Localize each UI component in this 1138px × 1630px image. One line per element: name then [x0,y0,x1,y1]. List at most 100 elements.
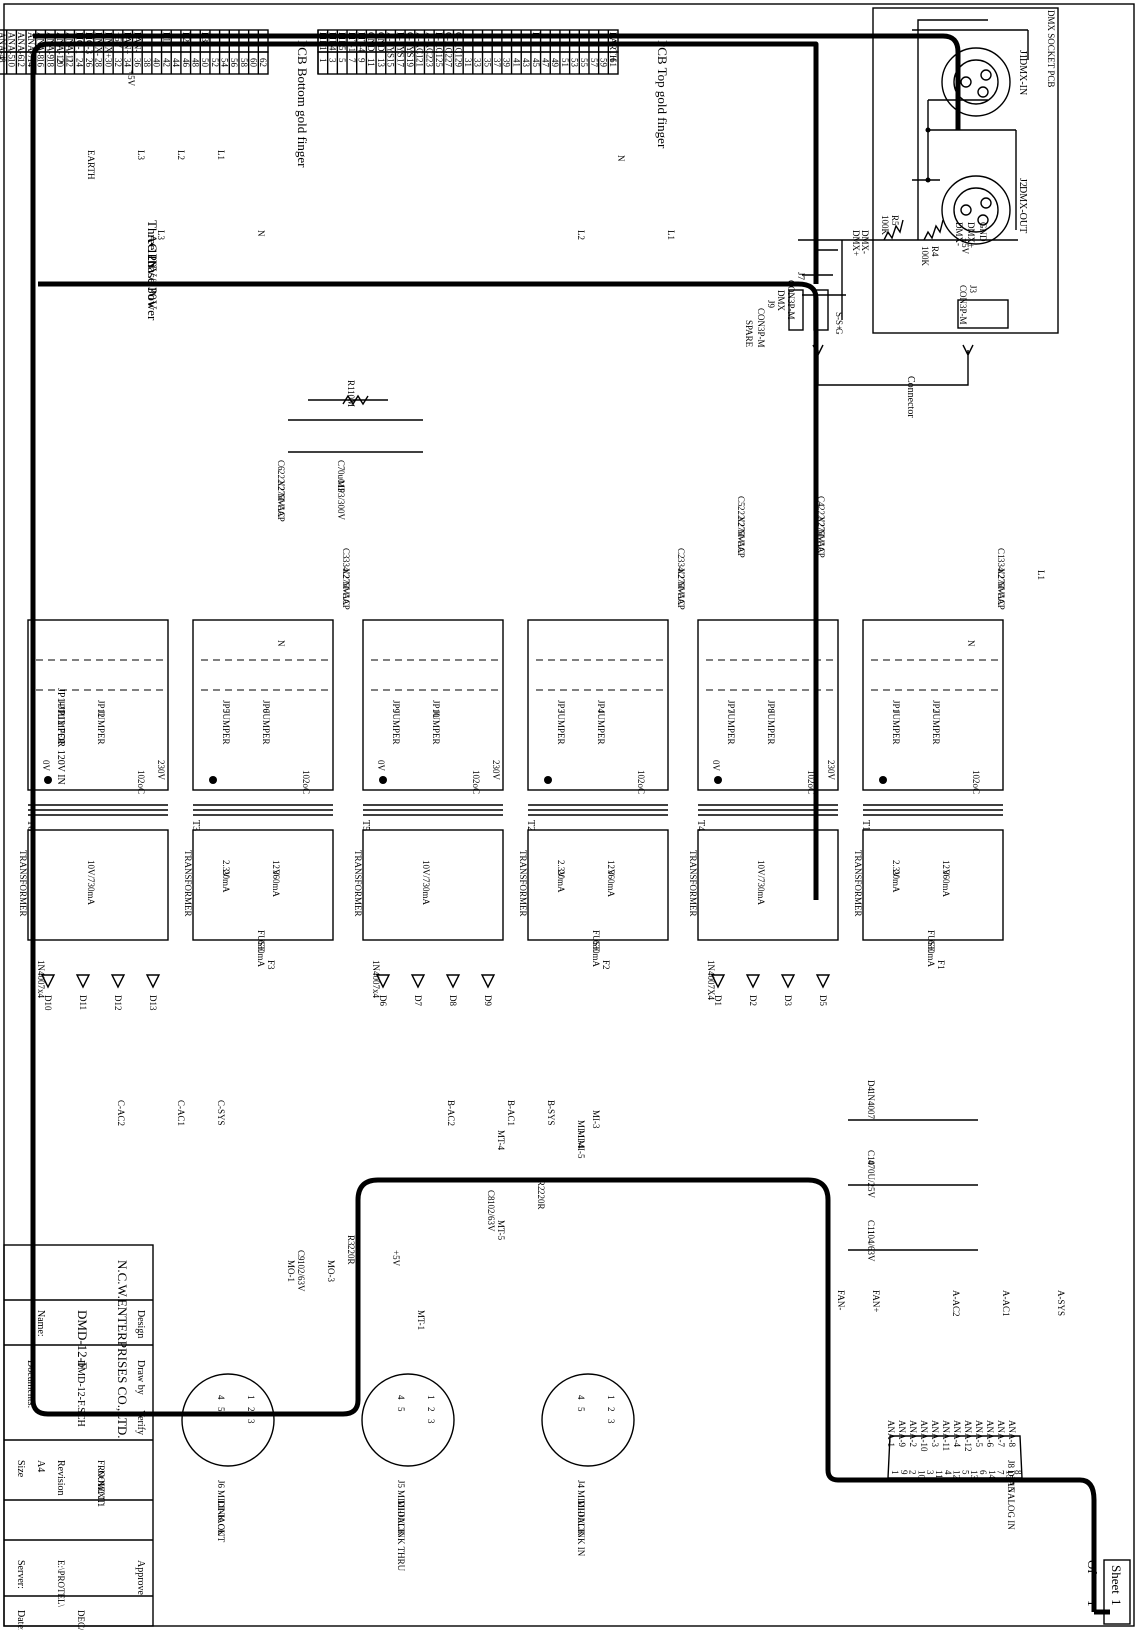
j4-ref: J4 [576,1480,586,1489]
finger-signal-label: GND [376,32,386,52]
finger-pin-number: 35 [482,58,492,68]
finger-pin-number: 39 [502,58,512,68]
primary-block [362,619,504,791]
finger-signal-label: ANA-4 [0,32,7,59]
finger-plus5-label: +5V [126,70,136,87]
analog-signal-label: ANA-1 [886,1420,896,1447]
j4-name: MIDI-JACK [576,1490,586,1536]
jumper-a-label: JUMPER [391,710,401,745]
rev-next: NEXT: [96,1480,106,1506]
c4-value: 222/275VAC [816,506,826,553]
db15-pin-number: 1 [890,1470,900,1475]
main-bus-b [38,41,819,900]
c7-ref: C7 [336,460,346,471]
diode-ref: D13 [148,995,158,1011]
finger-pin-number: 18 [45,58,55,68]
finger-signal-label: B-SYS [395,32,405,58]
finger-pin-number: 30 [103,58,113,68]
jumper-a-ref: JP5 [221,700,231,714]
analog-signal-label: ANA-11 [941,1420,951,1451]
diode-ref: D7 [413,995,423,1006]
r5-symbol [883,219,904,241]
dmx-plus-net: DMX+ [851,230,861,256]
fuse-current: 630mA [926,940,936,968]
j5-name: MIDI-JACK [396,1490,406,1536]
c11-ref: C11 [866,1220,876,1235]
finger-pin-number: 38 [142,58,152,68]
j1-xlr-connector [941,47,1011,117]
db15-pin-number: 12 [952,1470,962,1479]
c4-rating: X2 M-CAP [816,516,826,558]
secondary-i1: 360mA [271,870,281,898]
midi-pin-number: 5 [396,1407,406,1412]
finger-pin-number: 57 [589,58,599,68]
midi-pin-number: 4 [576,1395,586,1400]
j7-connector [813,289,829,331]
fuse-ref: F2 [601,960,611,970]
finger-l3-label: L3 [136,150,146,160]
j2-xlr-connector [941,175,1011,245]
rev-now: NOW: 1.1 [96,1470,106,1507]
j9-connector [788,289,804,331]
finger-l1-label: L1 [216,150,226,160]
diode-ref: D11 [78,995,88,1010]
secondary-v1: 12V [606,860,616,876]
r4-symbol [923,219,944,241]
analog-signal-label: ANA-2 [908,1420,918,1447]
b-sys-net: B-SYS [546,1100,556,1126]
transformer-label: TRANSFORMER [518,850,528,917]
fan-minus-net: FAN- [836,1290,846,1310]
db15-pin-number: 10 [916,1470,926,1480]
r5-value: 100K [880,215,890,236]
finger-pin-number: 22 [65,58,75,67]
primary-block [527,619,669,791]
c5-rating: X2 M-CAP [736,516,746,558]
dmx-junction-2 [925,177,931,183]
j6-name: MIDI-JACK [216,1490,226,1536]
dmx-pcb-gnd: GND [978,222,988,242]
finger-pin-number: 37 [492,58,502,68]
secondary-block [527,829,669,941]
secondary-rating: 10V/730mA [756,860,766,906]
dmx-minus-net: DMX- [860,230,870,254]
finger-signal-label: C-SYS [405,32,415,58]
jumper-b-label: JUMPER [261,710,271,745]
j9-name: CON3P-M [756,308,766,348]
midi-pin-number: 4 [396,1395,406,1400]
finger-signal-label: A-AC2 [424,32,434,59]
c-ac1-net: C-AC1 [176,1100,186,1126]
c3-rating: X2 M-CAP [341,568,351,610]
connector-arrow [812,344,974,386]
dmx-main-wires [798,239,1018,320]
mi4-net: MI-4 [576,1130,586,1149]
phase-dot [544,776,552,784]
diode-symbol [40,974,56,989]
phase-dot [714,776,722,784]
power-title-3: 120V/230V [145,248,160,310]
mi3-net: MI-3 [591,1110,601,1129]
transformer-ref: T4 [695,820,706,831]
midi-pin-number: 5 [576,1407,586,1412]
draw-by-label: Draw by [135,1360,146,1395]
r1-symbol [342,394,369,406]
a-ac2-net: A-AC2 [951,1290,961,1317]
c8-ref: C8 [486,1190,496,1201]
title-block: N.C.W.ENTERPRISES CO.,LTD. Name: DMD-12-… [3,1244,154,1630]
j9-sub: SPARE [744,320,754,348]
j1-pin-3 [960,76,972,88]
jumper-b-ref: JP10 [431,700,441,718]
diode-ref: D9 [483,995,493,1006]
finger-pin-number: 42 [161,58,171,67]
finger-pin-number: 61 [608,58,618,67]
finger-pin-number: 43 [521,58,531,68]
varistor-label: 102oC [636,770,646,794]
transformer-ref: T5 [360,820,371,831]
j9-ref: J9 [766,300,776,309]
main-bus-c [33,33,961,130]
finger-signal-label: DMX+ [103,32,113,58]
analog-db15: J8 DB15 ANALOG IN [887,1435,1023,1530]
transformer-ref: T2 [525,820,536,831]
c2-ref: C2 [676,548,686,559]
transformer-label: TRANSFORMER [353,850,363,917]
